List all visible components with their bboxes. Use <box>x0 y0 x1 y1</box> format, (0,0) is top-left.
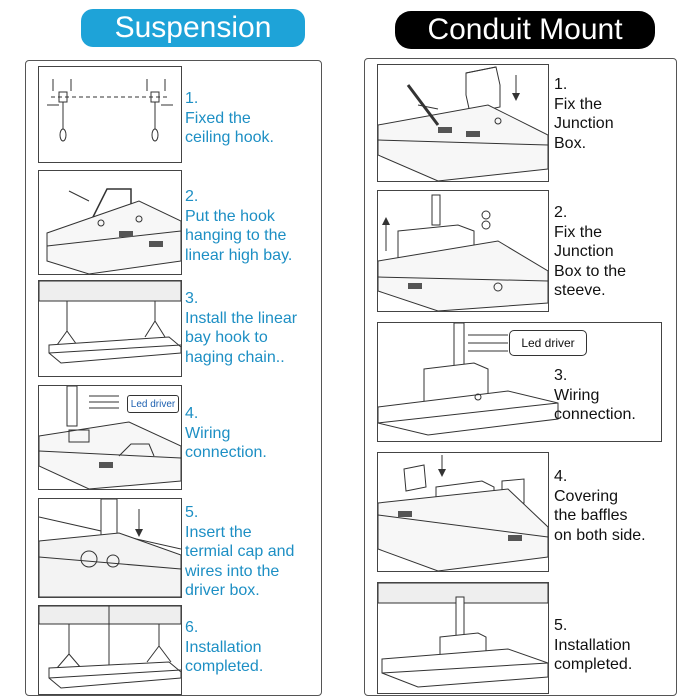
suspension-step-2-illustration <box>38 170 182 275</box>
conduit-step-5-text: 5. Installation completed. <box>554 617 633 673</box>
suspension-step-5-text: 5. Insert the termial cap and wires into… <box>185 504 295 599</box>
conduit-step-5-illustration <box>377 582 549 694</box>
suspension-header: Suspension <box>81 9 305 47</box>
suspension-step-1-illustration <box>38 66 182 163</box>
conduit-step-3-text: 3. Wiring connection. <box>554 367 636 423</box>
suspension-step-6-text: 6. Installation completed. <box>185 619 264 675</box>
suspension-step-2-text: 2. Put the hook hanging to the linear hi… <box>185 188 293 264</box>
conduit-step-1-text: 1. Fix the Junction Box. <box>554 76 614 152</box>
conduit-led-driver-label: Led driver <box>509 330 587 356</box>
suspension-step-6-illustration <box>38 605 182 695</box>
suspension-step-5-illustration <box>38 498 182 598</box>
conduit-step-3-illustration: Led driver <box>377 322 662 442</box>
conduit-column <box>364 58 677 696</box>
suspension-step-4-illustration: Led driver <box>38 385 182 490</box>
conduit-step-2-illustration <box>377 190 549 312</box>
suspension-step-1-text: 1. Fixed the ceiling hook. <box>185 90 274 146</box>
conduit-step-1-illustration <box>377 64 549 182</box>
suspension-step-3-illustration <box>38 280 182 377</box>
suspension-step-4-text: 4. Wiring connection. <box>185 405 267 461</box>
conduit-step-2-text: 2. Fix the Junction Box to the steeve. <box>554 204 627 299</box>
suspension-led-driver-label: Led driver <box>127 395 179 413</box>
conduit-step-4-text: 4. Covering the baffles on both side. <box>554 468 646 544</box>
conduit-mount-header: Conduit Mount <box>395 11 655 49</box>
suspension-step-3-text: 3. Install the linear bay hook to haging… <box>185 290 298 366</box>
suspension-column <box>25 60 322 696</box>
conduit-step-4-illustration <box>377 452 549 572</box>
